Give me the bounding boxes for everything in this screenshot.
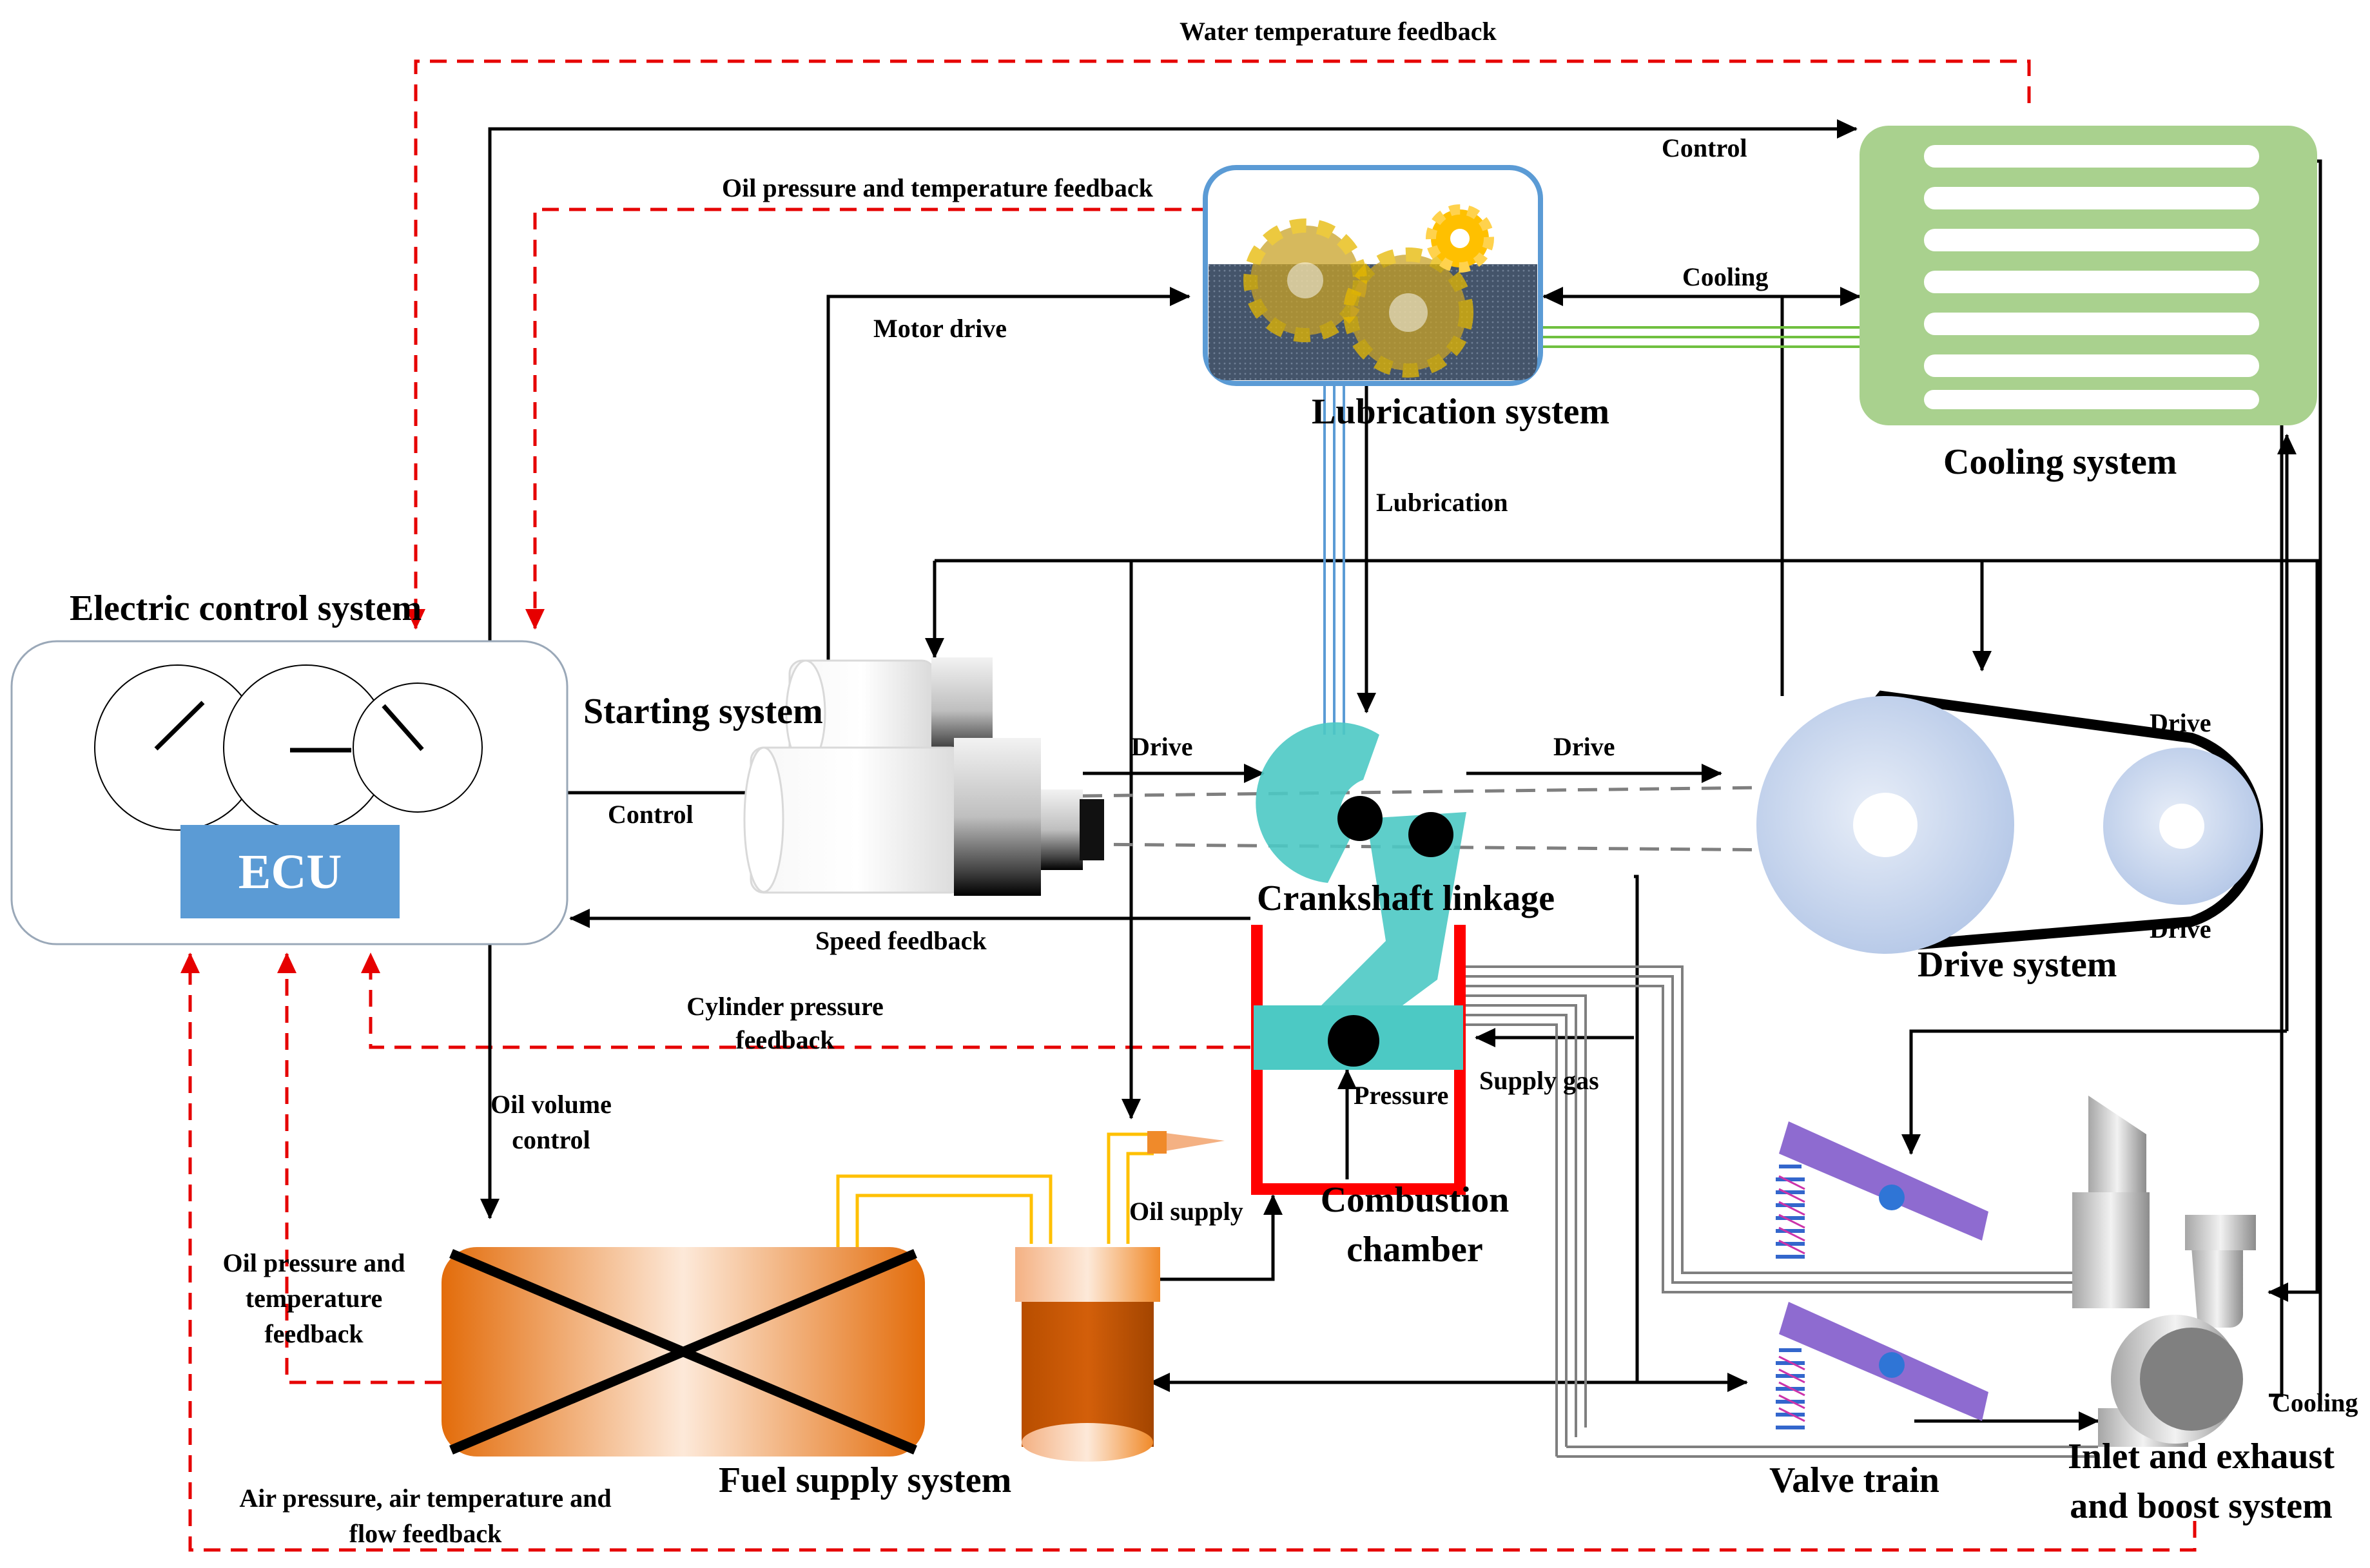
combustion-title-1: Combustion (1321, 1180, 1510, 1220)
starting-title: Starting system (583, 692, 823, 731)
drive-title: Drive system (1918, 945, 2117, 985)
label-drive-start: Drive (1131, 732, 1193, 761)
gear-icon (1243, 218, 1367, 342)
lubrication-title: Lubrication system (1312, 392, 1609, 432)
label-water-temp-feedback: Water temperature feedback (1180, 17, 1497, 46)
valve-rocker-upper (1776, 1121, 1988, 1259)
fuel-filter (1015, 1247, 1160, 1462)
label-oil-pt-left-1: Oil pressure and (222, 1248, 405, 1277)
injector-icon (1147, 1131, 1225, 1154)
inlet-exhaust-boost (2072, 1096, 2256, 1447)
label-pressure: Pressure (1354, 1081, 1448, 1110)
label-air-feedback-1: Air pressure, air temperature and (239, 1484, 611, 1513)
flow-labels: Water temperature feedback Control Oil p… (222, 17, 2358, 1548)
ecu-box (180, 825, 400, 918)
label-oil-volume-1: Oil volume (491, 1090, 612, 1119)
label-drive-bottom: Drive (2150, 915, 2211, 944)
label-oil-volume-2: control (512, 1125, 590, 1154)
label-cooling-top: Cooling (1682, 262, 1768, 291)
combustion-title-2: chamber (1346, 1230, 1483, 1270)
electric-control-title: Electric control system (70, 588, 422, 628)
crank-pin-icon (1337, 796, 1383, 841)
label-cooling-right: Cooling (2272, 1388, 2358, 1417)
gauge-icon (353, 682, 483, 813)
inlet-title-1: Inlet and exhaust (2068, 1437, 2335, 1476)
fuel-lines (836, 1132, 1154, 1282)
system-labels: Electric control system Starting system … (70, 392, 2335, 1526)
label-cyl-pressure-2: feedback (735, 1025, 835, 1054)
gear-icon (1426, 204, 1494, 273)
label-lubrication: Lubrication (1376, 488, 1508, 517)
lube-pipes (1323, 326, 1863, 735)
lubrication-system (1203, 165, 1543, 386)
drive-system (1756, 690, 2264, 954)
label-oil-pt-left-2: temperature (246, 1284, 383, 1313)
label-cyl-pressure-1: Cylinder pressure (686, 992, 884, 1021)
crankshaft-linkage (1256, 722, 1466, 1044)
valve-train (1776, 1121, 1988, 1429)
label-control-top: Control (1662, 133, 1747, 162)
exhaust-stack (2072, 1192, 2150, 1308)
feedback-lines (180, 59, 2197, 1552)
label-drive-top: Drive (2150, 708, 2211, 737)
fuel-supply-title: Fuel supply system (719, 1460, 1011, 1500)
crankshaft-title: Crankshaft linkage (1257, 878, 1555, 918)
crank-pin-icon (1408, 812, 1453, 857)
piston-pin-icon (1328, 1015, 1379, 1067)
gear-icon (1343, 247, 1473, 378)
label-air-feedback-2: flow feedback (349, 1519, 502, 1548)
electric-control-system: ECU (10, 640, 568, 945)
inlet-title-2: and boost system (2070, 1486, 2333, 1526)
combustion-chamber (1147, 925, 1466, 1195)
starter-motor (743, 657, 1104, 896)
flow-lines (480, 119, 2322, 1431)
label-control-start: Control (608, 800, 694, 829)
label-supply-gas: Supply gas (1479, 1066, 1599, 1095)
ecu-label: ECU (238, 845, 342, 899)
label-oil-supply: Oil supply (1129, 1197, 1243, 1226)
gas-pipes (1082, 784, 2098, 1458)
label-motor-drive: Motor drive (873, 314, 1007, 343)
cooling-system (1860, 126, 2317, 425)
label-oil-pt-feedback: Oil pressure and temperature feedback (722, 173, 1154, 202)
label-drive-crank: Drive (1553, 732, 1615, 761)
label-speed-feedback: Speed feedback (815, 926, 987, 955)
valve-train-title: Valve train (1769, 1460, 1939, 1500)
cooling-title: Cooling system (1943, 442, 2177, 482)
valve-rocker-lower (1776, 1302, 1988, 1429)
fuel-supply-system (442, 1247, 1160, 1462)
label-oil-pt-left-3: feedback (264, 1319, 364, 1348)
